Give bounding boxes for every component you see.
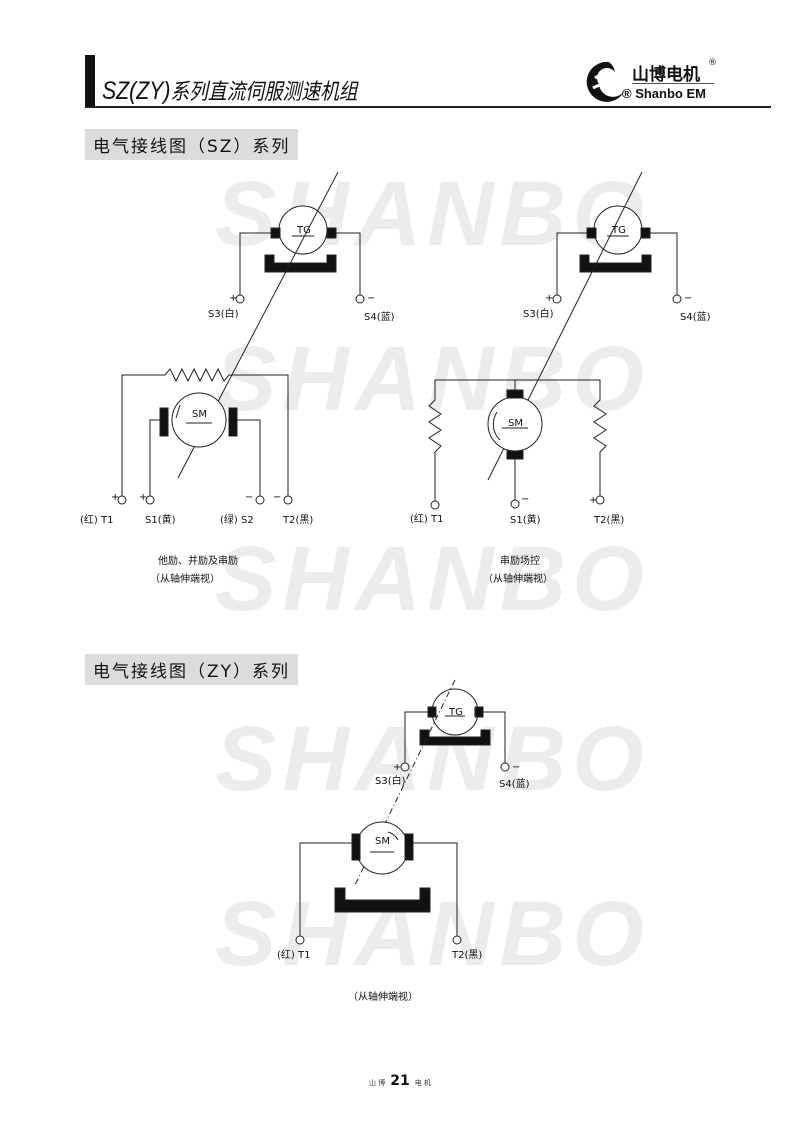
sm-motor-symbol — [487, 389, 543, 460]
svg-text:SM: SM — [508, 418, 523, 429]
watermark: SHANBO SHANBO SHANBO SHANBO SHANBO — [215, 163, 650, 985]
svg-text:S4(蓝): S4(蓝) — [680, 311, 711, 323]
tg-motor-symbol — [579, 205, 652, 273]
svg-text:+: + — [393, 762, 401, 773]
svg-text:SHANBO: SHANBO — [215, 708, 650, 810]
page-number: 21 — [390, 1073, 410, 1089]
terminal-s3 — [235, 294, 245, 304]
shanbo-logo-icon — [586, 61, 625, 102]
logo-english-name: ® Shanbo EM — [622, 86, 706, 101]
header-divider — [85, 106, 771, 108]
svg-text:SM: SM — [375, 836, 390, 847]
logo-chinese-name: 山博电机 — [632, 65, 700, 85]
wire — [149, 419, 160, 496]
sm-motor-symbol — [159, 392, 238, 448]
svg-text:TG: TG — [448, 707, 463, 718]
svg-text:(红) T1: (红) T1 — [80, 513, 113, 526]
zy-diagram — [295, 679, 510, 945]
page-title: SZ(ZY)系列直流伺服测速机组 — [102, 74, 357, 106]
title-model: SZ(ZY) — [102, 77, 171, 105]
terminal-s4 — [355, 294, 365, 304]
svg-text:+: + — [545, 293, 553, 304]
svg-text:串励场控: 串励场控 — [500, 554, 540, 567]
registered-mark: ® — [708, 58, 717, 68]
svg-text:−: − — [684, 293, 692, 304]
svg-text:他励、并励及串励: 他励、并励及串励 — [158, 554, 238, 567]
footer-left: 山 博 — [369, 1079, 386, 1087]
svg-text:S3(白): S3(白) — [375, 774, 406, 787]
svg-text:T2(黑): T2(黑) — [451, 949, 482, 961]
tg-motor-symbol — [419, 688, 491, 746]
svg-text:(红) T1: (红) T1 — [410, 512, 443, 525]
svg-text:TG: TG — [296, 225, 311, 236]
series-field-wire — [121, 367, 289, 496]
svg-text:SHANBO: SHANBO — [215, 328, 650, 430]
svg-text:S3(白): S3(白) — [523, 307, 554, 320]
svg-text:S1(黄): S1(黄) — [145, 513, 176, 526]
logo-divider — [632, 83, 714, 84]
sz-left-labels: TG SM + − S3(白) S4(蓝) + + − − (红) T1 S1(… — [80, 225, 395, 585]
svg-text:TG: TG — [611, 225, 626, 236]
svg-text:T2(黑): T2(黑) — [593, 514, 624, 526]
svg-text:−: − — [273, 492, 281, 503]
svg-text:+: + — [139, 492, 147, 503]
sz-left-diagram — [117, 171, 682, 510]
section-heading-sz: 电气接线图（SZ）系列 — [85, 129, 299, 160]
wire — [237, 419, 261, 496]
title-text: 系列直流伺服测速机组 — [170, 79, 358, 104]
header-accent-bar — [85, 55, 95, 107]
svg-text:−: − — [367, 293, 375, 304]
svg-text:T2(黑): T2(黑) — [282, 514, 313, 526]
svg-text:(红) T1: (红) T1 — [277, 948, 310, 961]
sm-motor-symbol — [351, 821, 414, 875]
svg-text:S4(蓝): S4(蓝) — [499, 778, 530, 790]
svg-text:SHANBO: SHANBO — [215, 528, 650, 630]
section-heading-zy: 电气接线图（ZY）系列 — [85, 654, 299, 685]
svg-text:+: + — [111, 492, 119, 503]
svg-text:（从轴伸端视）: （从轴伸端视） — [150, 572, 220, 585]
svg-text:+: + — [229, 293, 237, 304]
sz-right-labels: TG SM + − S3(白) S4(蓝) − + (红) T1 S1(黄) T… — [410, 225, 711, 585]
svg-text:−: − — [512, 762, 520, 773]
svg-text:−: − — [245, 492, 253, 503]
svg-text:S4(蓝): S4(蓝) — [364, 311, 395, 323]
svg-text:（从轴伸端视）: （从轴伸端视） — [483, 572, 553, 585]
svg-text:（从轴伸端视）: （从轴伸端视） — [348, 990, 418, 1003]
svg-text:+: + — [589, 495, 597, 506]
wire — [336, 232, 361, 295]
svg-text:SHANBO: SHANBO — [215, 163, 650, 265]
footer-right: 电 机 — [414, 1079, 431, 1087]
svg-text:−: − — [521, 494, 529, 505]
page-footer: 山 博 21 电 机 — [0, 1073, 800, 1089]
zy-labels: TG SM + − S3(白) S4(蓝) (红) T1 T2(黑) （从轴伸端… — [277, 707, 530, 1003]
svg-text:(绿) S2: (绿) S2 — [220, 513, 254, 526]
svg-text:SHANBO: SHANBO — [215, 883, 650, 985]
svg-text:SM: SM — [192, 409, 207, 420]
svg-text:S1(黄): S1(黄) — [510, 513, 541, 526]
tg-motor-symbol — [264, 205, 337, 273]
svg-text:S3(白): S3(白) — [208, 307, 239, 320]
wire — [239, 232, 271, 295]
